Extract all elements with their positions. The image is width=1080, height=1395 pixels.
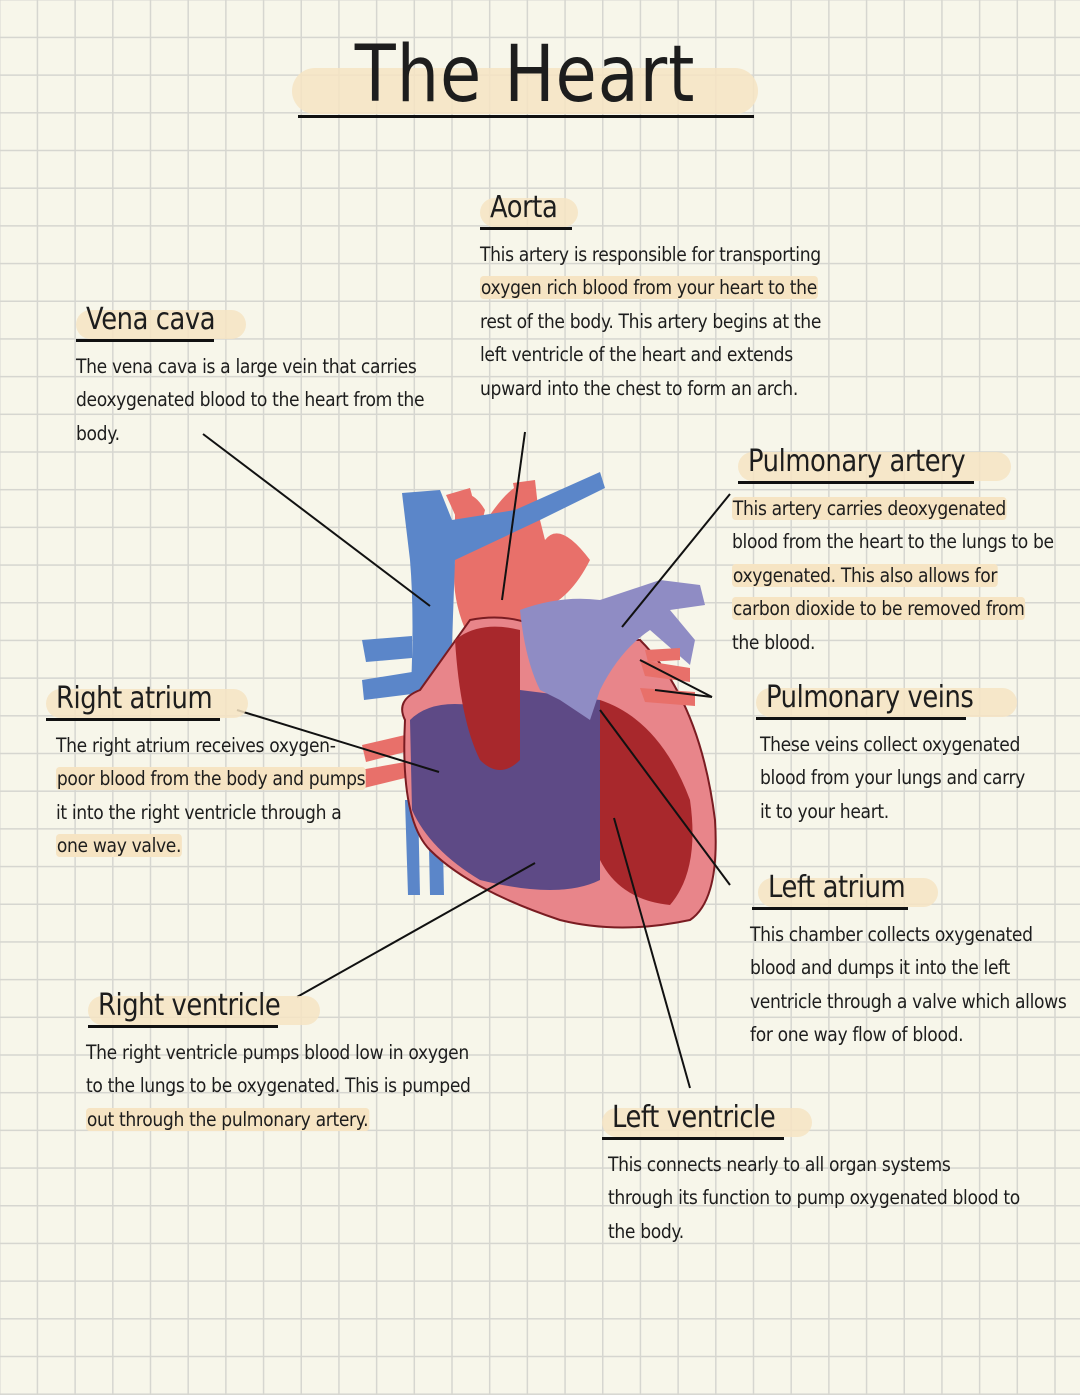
section-left-ventricle: Left ventricle This connects nearly to a… xyxy=(602,1100,1076,1248)
left-atrium-heading: Left atrium xyxy=(758,870,938,907)
right-atrium-heading: Right atrium xyxy=(46,681,248,718)
aorta-heading: Aorta xyxy=(480,190,579,227)
page-title: The Heart xyxy=(354,30,696,120)
leader-right-atrium xyxy=(236,709,440,773)
pulmonary-artery-heading: Pulmonary artery xyxy=(738,444,1011,481)
left-atrium-description: This chamber collects oxygenated blood a… xyxy=(750,922,1067,1047)
heading-underline xyxy=(46,718,220,721)
pulmonary-artery-description: This artery carries deoxygenated blood f… xyxy=(732,496,1054,654)
leader-right-ventricle xyxy=(296,862,536,998)
heading-underline xyxy=(480,227,572,230)
heading-underline xyxy=(76,339,214,342)
right-chambers xyxy=(410,690,600,890)
section-pulmonary-veins: Pulmonary veins These veins collect oxyg… xyxy=(756,680,1061,828)
heading-underline xyxy=(752,907,908,910)
section-vena-cava: Vena cava The vena cava is a large vein … xyxy=(76,302,472,450)
superior-vena-cava xyxy=(402,472,605,705)
leader-aorta xyxy=(501,431,526,601)
section-pulmonary-artery: Pulmonary artery This artery carries deo… xyxy=(732,444,1080,659)
heading-underline xyxy=(88,1025,278,1028)
page-title-block: The Heart xyxy=(290,28,760,123)
left-ventricle-description: This connects nearly to all organ system… xyxy=(608,1152,1020,1243)
heading-underline xyxy=(602,1137,784,1140)
vena-cava-heading: Vena cava xyxy=(76,302,247,339)
right-ventricle-description: The right ventricle pumps blood low in o… xyxy=(86,1040,471,1131)
leader-pulmonary-veins-a xyxy=(639,659,713,698)
right-atrium-description: The right atrium receives oxygen- poor b… xyxy=(56,733,367,857)
vena-cava-description: The vena cava is a large vein that carri… xyxy=(76,354,425,445)
title-highlight xyxy=(292,68,758,114)
pulmonary-veins-description: These veins collect oxygenated blood fro… xyxy=(760,732,1025,823)
pulmonary-artery-shape xyxy=(520,580,705,720)
title-underline xyxy=(298,115,754,118)
section-right-atrium: Right atrium The right atrium receives o… xyxy=(46,681,408,863)
left-ventricle-heading: Left ventricle xyxy=(602,1100,812,1137)
section-right-ventricle: Right ventricle The right ventricle pump… xyxy=(86,988,523,1136)
heading-underline xyxy=(756,717,966,720)
leader-left-atrium xyxy=(599,709,731,886)
leader-vena-cava xyxy=(202,433,431,607)
pulmonary-veins-heading: Pulmonary veins xyxy=(756,680,1018,717)
section-left-atrium: Left atrium This chamber collects oxygen… xyxy=(750,870,1080,1052)
leader-left-ventricle xyxy=(613,817,691,1089)
section-aorta: Aorta This artery is responsible for tra… xyxy=(480,190,868,405)
right-ventricle-heading: Right ventricle xyxy=(88,988,320,1025)
heading-underline xyxy=(738,481,974,484)
leader-lines xyxy=(202,431,731,1089)
aorta-description: This artery is responsible for transport… xyxy=(480,242,822,400)
leader-pulmonary-veins-b xyxy=(654,689,713,698)
leader-pulmonary-artery xyxy=(621,493,731,628)
